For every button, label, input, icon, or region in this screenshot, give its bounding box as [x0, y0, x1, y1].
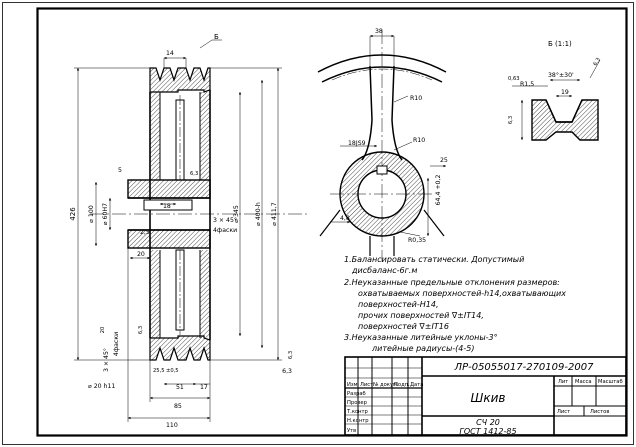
dim-644: 64,4 +0,2 — [435, 175, 442, 206]
dim-63f: 6,3 — [508, 116, 514, 124]
note-line: 3.Неуказанные литейные уклоны-3° — [344, 333, 498, 342]
row-prov: Провер — [347, 400, 368, 406]
dim-63d: 6,3 — [593, 57, 602, 67]
note-line: 2.Неуказанные предельные отклонения разм… — [344, 278, 560, 287]
dim-63a: 6,3 — [190, 171, 198, 177]
col-sign: Подп. — [394, 382, 410, 388]
dim-05: ±0,5 — [166, 368, 179, 374]
dim-063: 0,63 — [508, 76, 520, 82]
note-line: охватываемых поверхностей-h14,охватывающ… — [358, 289, 566, 298]
label-b: Б — [214, 33, 219, 41]
col-lit: Лит — [558, 379, 568, 385]
col-sheets: Листов — [590, 409, 609, 415]
groove-dimension-lines — [512, 59, 601, 140]
spoke-section-view — [317, 30, 447, 262]
material-line-2: ГОСТ 1412-85 — [459, 427, 516, 436]
col-scale: Масштаб — [598, 379, 623, 385]
row-nkontr: Н.контр — [347, 418, 369, 424]
dim-r10a: R10 — [410, 95, 422, 102]
dim-38: 38 — [375, 28, 383, 35]
dim-17: 17 — [200, 384, 208, 391]
dim-d4117: ⌀ 411,7 — [271, 202, 278, 225]
dim-18: 18 — [163, 203, 171, 210]
roughness-sign: 6,3 — [282, 368, 292, 375]
pulley-section-view — [90, 67, 310, 361]
note-line: дисбаланс-6г.м — [351, 266, 417, 275]
dim-255: 25,5 — [153, 368, 165, 374]
dim-5: 5 — [118, 167, 122, 174]
dim-14: 14 — [166, 50, 174, 57]
dim-d20h11: ⌀ 20 h11 — [88, 383, 115, 390]
inner-frame — [36, 7, 628, 437]
row-razrab: Разраб — [347, 391, 366, 397]
dim-3x45b: 3 × 45° — [102, 348, 110, 372]
dim-426: 426 — [69, 207, 77, 221]
part-name: Шкив — [471, 391, 506, 405]
dim-18js9: 18JS9 — [348, 140, 366, 147]
title-block — [344, 356, 627, 436]
main-dimension-lines — [74, 39, 282, 422]
dim-3x45a: 3 × 45° — [213, 216, 237, 224]
note-line: поверхностей-Н14, — [358, 300, 439, 309]
dim-20-sup: 20 — [100, 327, 106, 334]
note-line: литейные радиусы-(4-5) — [371, 344, 474, 353]
rim-bottom — [149, 335, 211, 361]
note-line: прочих поверхностей ∇±IT14, — [358, 311, 484, 320]
rim-top — [149, 67, 211, 93]
col-date: Дата — [410, 382, 423, 388]
col-ndoc: № докум. — [373, 382, 399, 388]
note-line: 1.Балансировать статически. Допустимый — [344, 255, 524, 264]
dim-48: 4,8 — [340, 215, 350, 222]
doc-code: ЛР-05055017-270109-2007 — [454, 362, 595, 373]
row-tkontr: Т.контр — [346, 409, 369, 415]
dim-r15: R1,5 — [520, 81, 534, 88]
dim-51: 51 — [176, 384, 184, 391]
view-b-label: Б (1:1) — [548, 40, 572, 48]
hub-top — [127, 179, 211, 199]
col-sheet: Лист — [557, 409, 570, 415]
dim-r10b: R10 — [413, 137, 425, 144]
dim-d400: ⌀ 400-h — [255, 202, 262, 226]
dim-d345: ⌀ 345 — [233, 205, 240, 223]
dim-r035: R0,35 — [408, 237, 426, 244]
dim-63b: 6,3 — [138, 326, 144, 334]
col-list: Лист — [360, 382, 373, 388]
dim-25: 2,5 — [140, 229, 150, 236]
dim-25b: 25 — [440, 157, 448, 164]
note-line: поверхностей ∇±IT16 — [358, 322, 449, 331]
col-mass: Масса — [575, 379, 592, 385]
groove-detail-view — [531, 99, 599, 141]
dim-63c: 6,3 — [288, 351, 294, 359]
dim-110: 110 — [166, 422, 178, 429]
dim-20: 20 — [137, 251, 145, 258]
material-line-1: СЧ 20 — [476, 418, 500, 427]
dim-4faski-a: 4фаски — [213, 227, 237, 234]
dim-4faski-b: 4фаски — [113, 332, 120, 356]
dim-d100: ⌀ 100 — [88, 205, 95, 223]
dim-38deg: 38°±30' — [548, 71, 574, 79]
technical-notes: 1.Балансировать статически. Допустимый д… — [344, 255, 566, 353]
dim-85: 85 — [174, 403, 182, 410]
dim-19: 19 — [561, 89, 569, 96]
row-utv: Утв — [347, 428, 356, 434]
col-izm: Изм — [347, 382, 358, 388]
spoke-dimension-lines — [330, 34, 446, 237]
dim-d60h7: ⌀ 60Н7 — [102, 203, 109, 225]
